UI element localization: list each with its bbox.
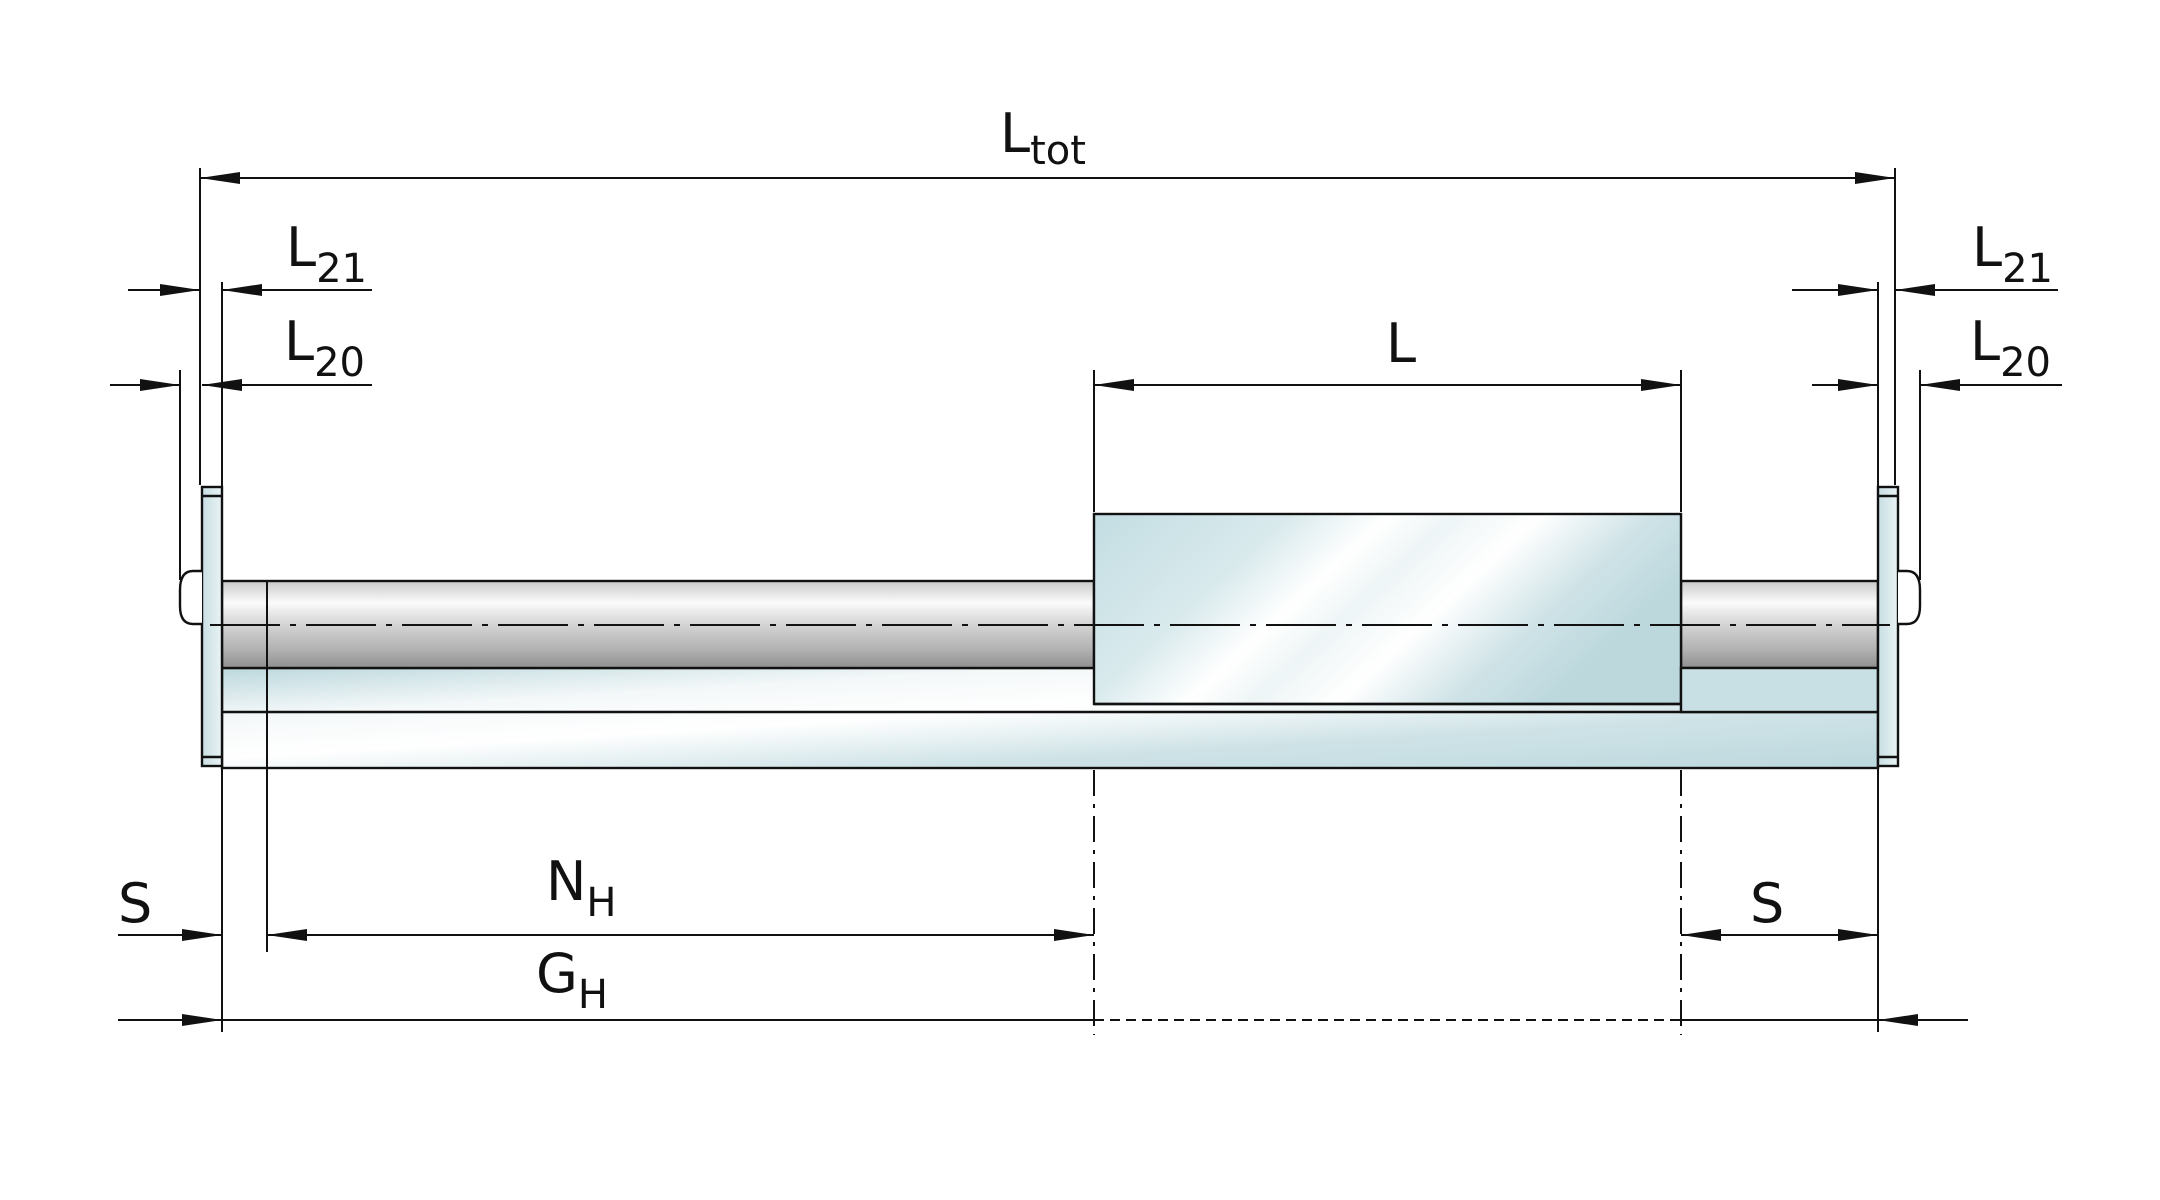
- dimension-labels: Ltot L21 L20 L21 L20 L NH GH S S: [118, 102, 2053, 1018]
- end-cap-right: [1876, 485, 1900, 768]
- label-s-right: S: [1750, 872, 1784, 935]
- carriage: [1092, 512, 1683, 706]
- label-l: L: [1386, 312, 1416, 375]
- label-nh: NH: [546, 850, 616, 926]
- label-l20-left: L20: [284, 310, 365, 386]
- label-l21-left: L21: [286, 216, 367, 292]
- right-profile-strip: [1679, 666, 1880, 714]
- label-l20-right: L20: [1970, 310, 2051, 386]
- dimension-lines: [110, 172, 2062, 1026]
- label-l21-right: L21: [1972, 216, 2053, 292]
- bearing-bump-right: [1898, 569, 1922, 626]
- end-cap-left: [200, 485, 224, 768]
- label-s-left: S: [118, 872, 152, 935]
- bearing-bump-left: [178, 569, 202, 626]
- linear-module: [178, 485, 1922, 952]
- label-gh: GH: [536, 942, 608, 1018]
- extension-lines: [179, 168, 1921, 1035]
- label-ltot: Ltot: [1000, 102, 1086, 174]
